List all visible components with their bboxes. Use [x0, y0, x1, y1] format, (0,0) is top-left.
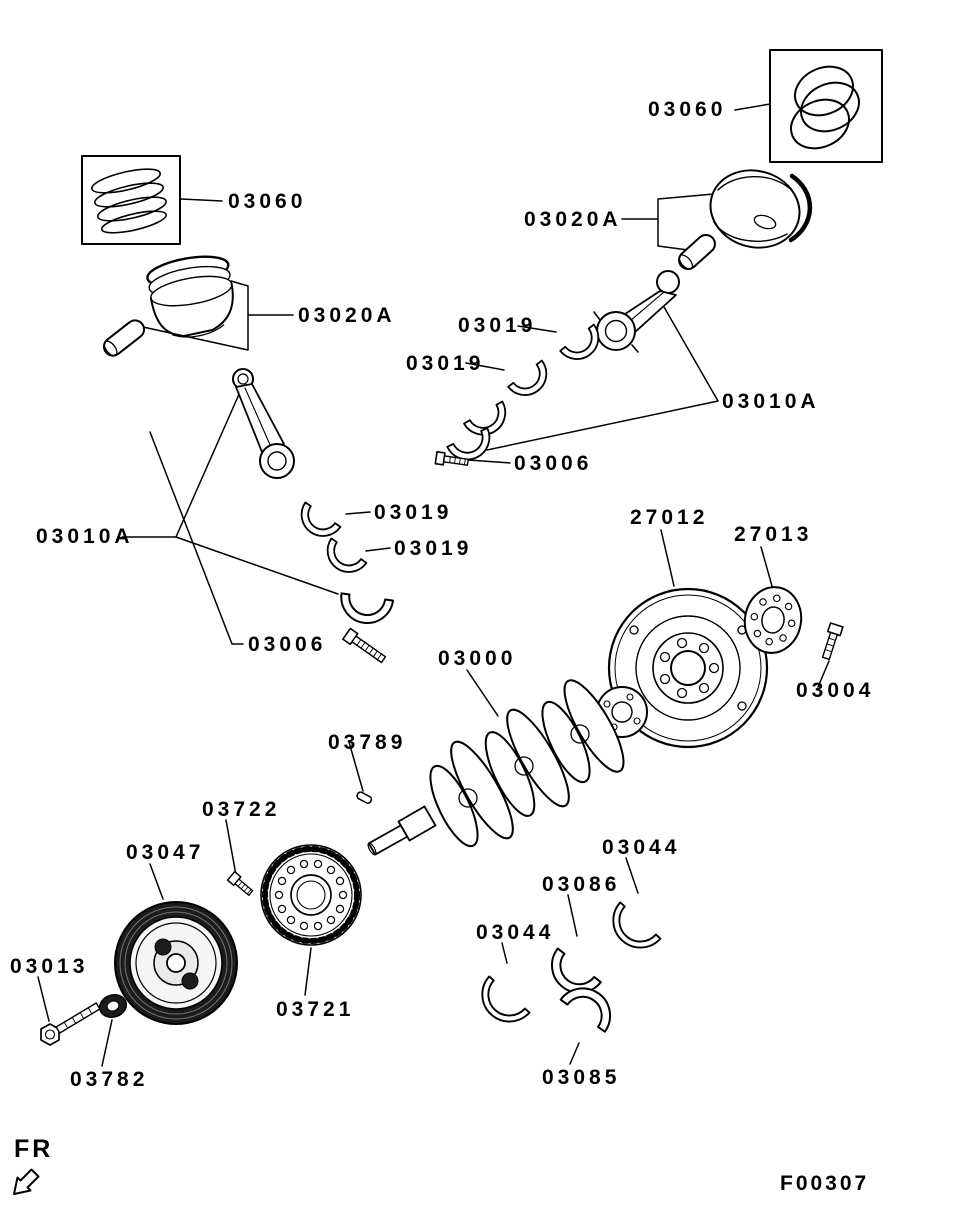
- part-label-03006-b[interactable]: 03006: [248, 633, 327, 656]
- part-label-03019-a[interactable]: 03019: [458, 314, 537, 337]
- flywheel-bolt: [821, 622, 844, 661]
- part-label-27012[interactable]: 27012: [630, 506, 709, 529]
- part-label-03010A-a[interactable]: 03010A: [722, 390, 820, 413]
- rod-bolt-right: [434, 451, 469, 466]
- part-label-03013[interactable]: 03013: [10, 955, 89, 978]
- part-label-03019-c[interactable]: 03019: [374, 501, 453, 524]
- crank-sprocket: [260, 844, 362, 946]
- part-label-03060-a[interactable]: 03060: [648, 98, 727, 121]
- piston-ring-set-lower: [81, 155, 181, 245]
- part-label-27013[interactable]: 27013: [734, 523, 813, 546]
- crankshaft-pulley: [114, 901, 238, 1025]
- piston-right: [709, 169, 813, 249]
- part-label-03006-a[interactable]: 03006: [514, 452, 593, 475]
- part-label-03085[interactable]: 03085: [542, 1066, 621, 1089]
- connecting-rod-left: [232, 368, 295, 479]
- rod-bearings-left: [292, 501, 368, 582]
- part-label-03020A-b[interactable]: 03020A: [298, 304, 396, 327]
- flywheel: [607, 587, 769, 749]
- part-label-03782[interactable]: 03782: [70, 1068, 149, 1091]
- drive-plate-adapter: [743, 586, 803, 654]
- part-label-03086[interactable]: 03086: [542, 873, 621, 896]
- crankshaft: [367, 679, 648, 856]
- part-label-03020A-a[interactable]: 03020A: [524, 208, 622, 231]
- part-label-03722[interactable]: 03722: [202, 798, 281, 821]
- part-label-03004[interactable]: 03004: [796, 679, 875, 702]
- woodruff-key: [356, 791, 373, 804]
- pulley-bolt: [40, 1002, 101, 1046]
- pulley-washer: [98, 993, 128, 1019]
- leader-lines: [37, 103, 830, 1067]
- part-label-03721[interactable]: 03721: [276, 998, 355, 1021]
- part-label-03047[interactable]: 03047: [126, 841, 205, 864]
- sprocket-bolt: [226, 870, 254, 896]
- front-direction-label: FR: [14, 1135, 54, 1163]
- part-label-03044-b[interactable]: 03044: [476, 921, 555, 944]
- front-direction-arrow: [13, 1168, 40, 1195]
- rod-cap-left: [336, 592, 395, 628]
- piston-pin-right: [678, 233, 716, 271]
- piston-pin-left: [102, 319, 146, 357]
- part-label-03019-d[interactable]: 03019: [394, 537, 473, 560]
- part-label-03010A-b[interactable]: 03010A: [36, 525, 134, 548]
- connecting-rod-right: [593, 270, 680, 353]
- rod-bolt-left: [342, 627, 387, 664]
- part-label-03000[interactable]: 03000: [438, 647, 517, 670]
- piston-left: [146, 255, 234, 338]
- part-label-03060-b[interactable]: 03060: [228, 190, 307, 213]
- part-label-03019-b[interactable]: 03019: [406, 352, 485, 375]
- figure-code: F00307: [780, 1172, 870, 1195]
- part-label-03789[interactable]: 03789: [328, 731, 407, 754]
- part-label-03044-a[interactable]: 03044: [602, 836, 681, 859]
- piston-ring-set-upper: [769, 49, 883, 163]
